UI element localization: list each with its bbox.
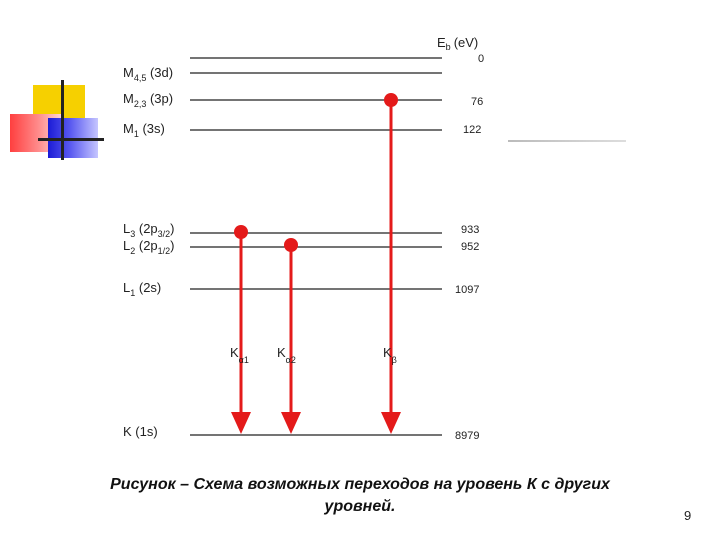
energy-axis-label: Eb(eV)	[437, 35, 478, 52]
arrow-head-ka2	[281, 412, 301, 434]
level-label-m45: M4,5 (3d)	[123, 65, 173, 83]
level-lines	[190, 57, 442, 436]
page-number: 9	[684, 508, 692, 523]
caption-line-2: уровней.	[324, 498, 396, 515]
level-value-l2: 952	[461, 241, 479, 253]
level-value-m23: 76	[471, 96, 483, 108]
level-label-m23: M2,3 (3p)	[123, 91, 173, 109]
level-value-m45: 0	[478, 53, 484, 65]
level-label-l1: L1 (2s)	[123, 280, 161, 298]
level-label-l2: L2 (2p1/2)	[123, 238, 175, 256]
transition-label-ka1: Kα1	[230, 345, 249, 365]
decor-vertical-line	[61, 80, 64, 160]
figure-caption: Рисунок – Схема возможных переходов на у…	[40, 474, 680, 518]
level-label-k: K (1s)	[123, 424, 158, 439]
level-value-m1: 122	[463, 124, 481, 136]
electron-dot-l3	[234, 225, 248, 239]
decor-horizontal-line	[38, 138, 104, 141]
level-value-k: 8979	[455, 430, 479, 442]
electron-dot-l2	[284, 238, 298, 252]
transition-label-ka2: Kα2	[277, 345, 296, 365]
caption-line-1: Рисунок – Схема возможных переходов на у…	[110, 476, 610, 493]
transition-kb	[381, 93, 401, 434]
level-label-l3: L3 (2p3/2)	[123, 221, 175, 239]
electron-dot-m23	[384, 93, 398, 107]
level-value-l3: 933	[461, 224, 479, 236]
transition-ka1	[231, 225, 251, 434]
arrow-head-kb	[381, 412, 401, 434]
transition-ka2	[281, 238, 301, 434]
transition-label-kb: Kβ	[383, 345, 397, 365]
level-value-l1: 1097	[455, 284, 479, 296]
decor-gray-line	[508, 140, 626, 142]
level-label-m1: M1 (3s)	[123, 121, 165, 139]
arrow-head-ka1	[231, 412, 251, 434]
